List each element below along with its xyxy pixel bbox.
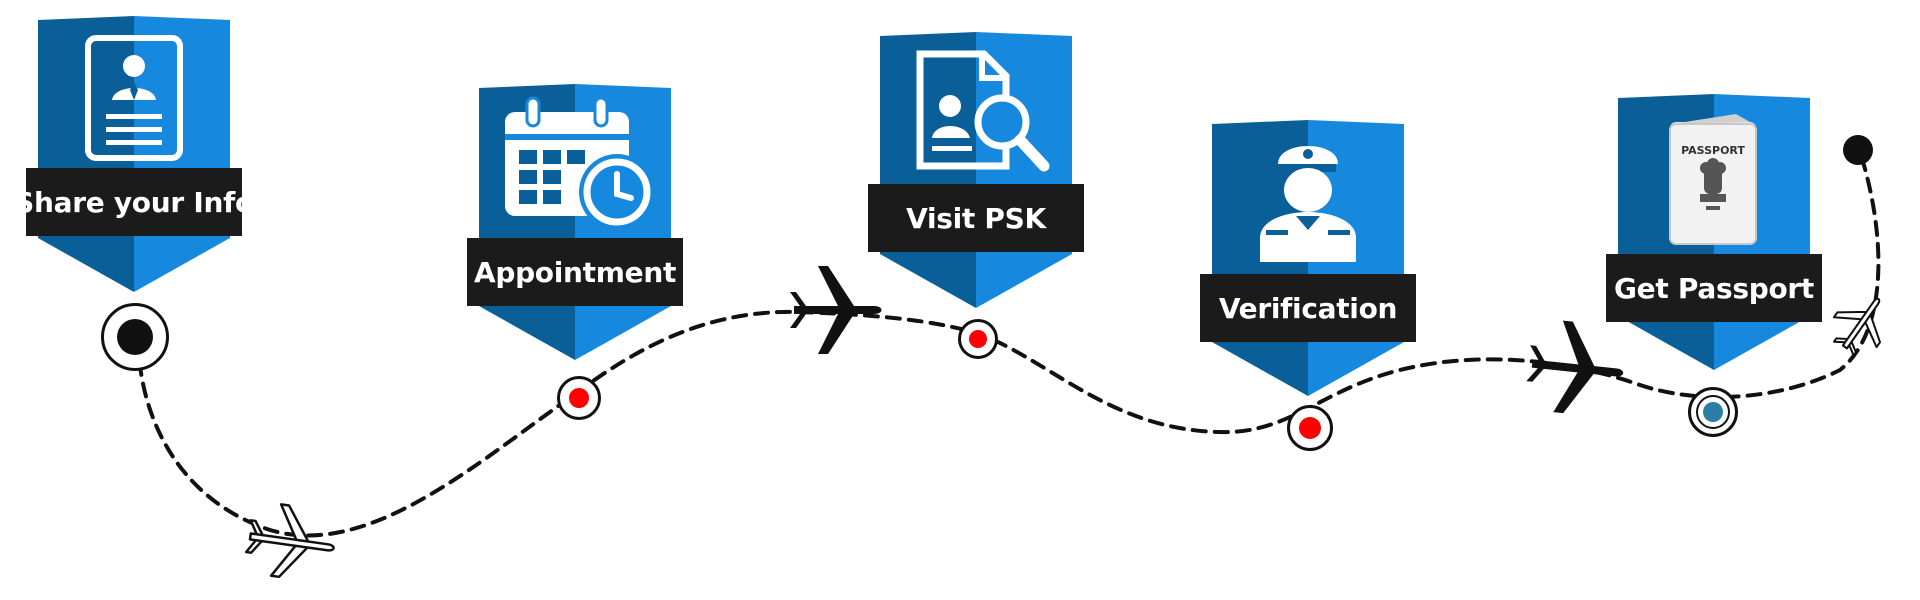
id-card-icon — [85, 35, 183, 161]
marker-verification-red — [1287, 405, 1333, 451]
step-label: Verification — [1218, 291, 1398, 325]
step-label: Appointment — [473, 255, 677, 289]
step-share-your-info: Share your Info — [14, 16, 254, 296]
airplane-outline-icon — [1832, 297, 1882, 357]
police-officer-icon — [1260, 146, 1356, 262]
emblem-icon — [1700, 158, 1726, 210]
passport-icon: PASSPORT — [1666, 112, 1762, 246]
route-end-dot — [1843, 135, 1873, 165]
step-label: Visit PSK — [906, 201, 1046, 235]
step-label: Get Passport — [1614, 271, 1814, 305]
step-label: Share your Info — [14, 185, 254, 219]
document-search-icon — [916, 50, 1050, 172]
step-get-passport: PASSPORT Get Passport — [1606, 94, 1822, 374]
marker-start-black — [101, 303, 169, 371]
marker-visit-psk-red — [958, 319, 998, 359]
marker-appointment-red — [557, 376, 601, 420]
marker-get-passport-teal — [1688, 387, 1738, 437]
step-verification: Verification — [1200, 120, 1416, 400]
airplane-filled-icon — [1526, 320, 1624, 414]
airplane-filled-icon — [790, 266, 882, 354]
step-appointment: Appointment — [467, 84, 683, 364]
calendar-clock-icon — [505, 96, 655, 230]
passport-title: PASSPORT — [1681, 144, 1745, 157]
step-visit-psk: Visit PSK — [868, 32, 1084, 312]
airplane-outline-icon — [244, 503, 335, 579]
